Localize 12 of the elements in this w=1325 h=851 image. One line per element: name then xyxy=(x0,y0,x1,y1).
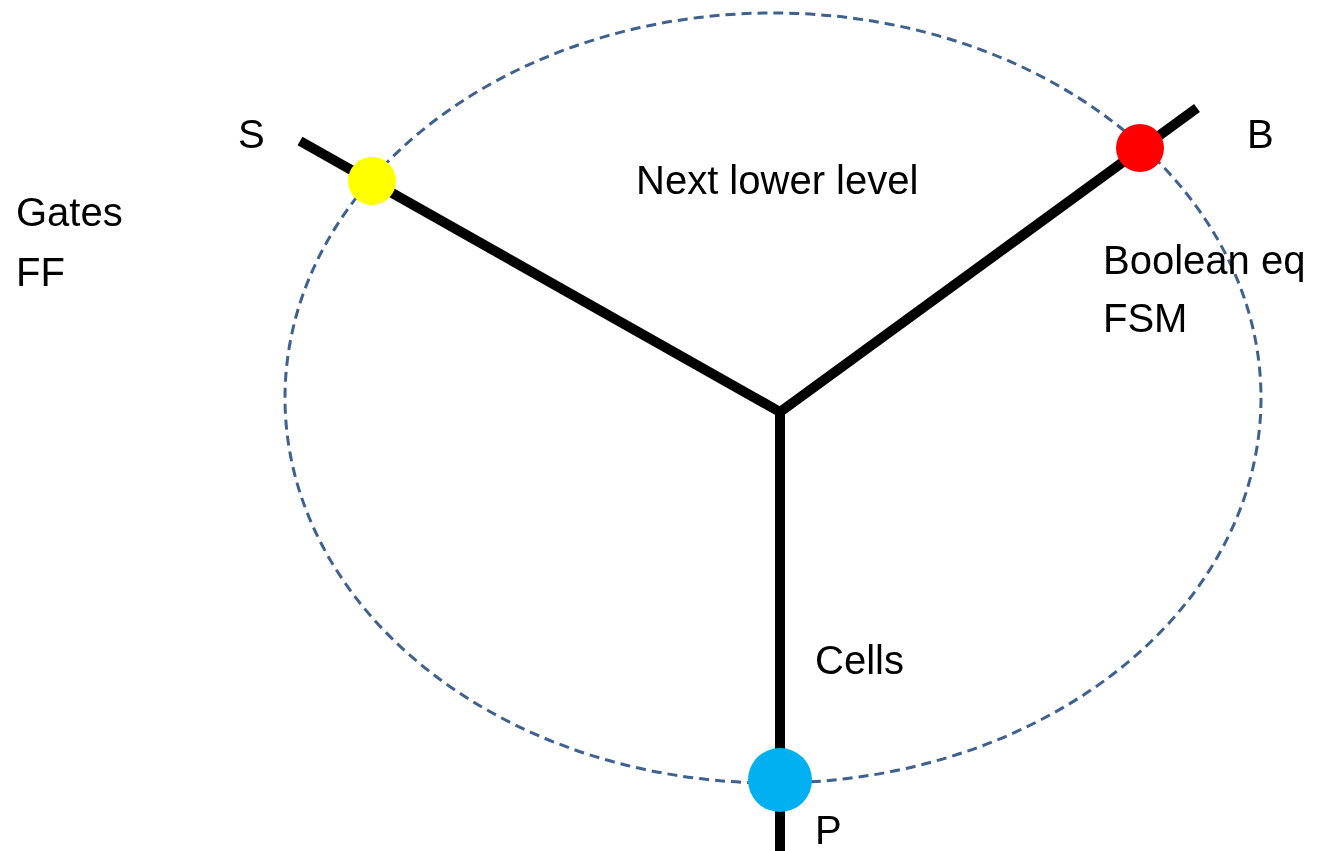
dot-marker xyxy=(1116,124,1164,172)
axis-label: P xyxy=(815,808,842,851)
dot-marker xyxy=(748,748,812,812)
text-label: FF xyxy=(16,250,65,294)
text-label: Gates xyxy=(16,190,123,234)
text-label: Boolean eq xyxy=(1103,238,1306,282)
text-label: Cells xyxy=(815,638,904,682)
text-label: FSM xyxy=(1103,296,1188,340)
axis-label: S xyxy=(238,112,265,156)
text-label: Next lower level xyxy=(636,158,919,202)
axis-label: B xyxy=(1247,112,1274,156)
dot-marker xyxy=(348,157,396,205)
